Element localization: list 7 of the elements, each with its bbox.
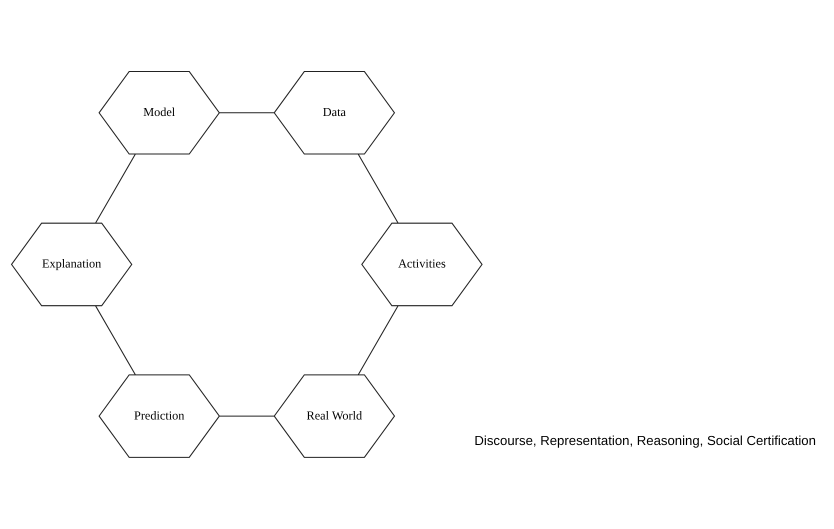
connector — [95, 154, 136, 224]
label: Discourse, Representation, Reasoning, Social Certification — [474, 432, 816, 448]
connector — [220, 416, 274, 417]
connector — [95, 306, 136, 375]
connector — [220, 112, 274, 114]
connector — [358, 154, 398, 224]
connector — [358, 306, 398, 375]
